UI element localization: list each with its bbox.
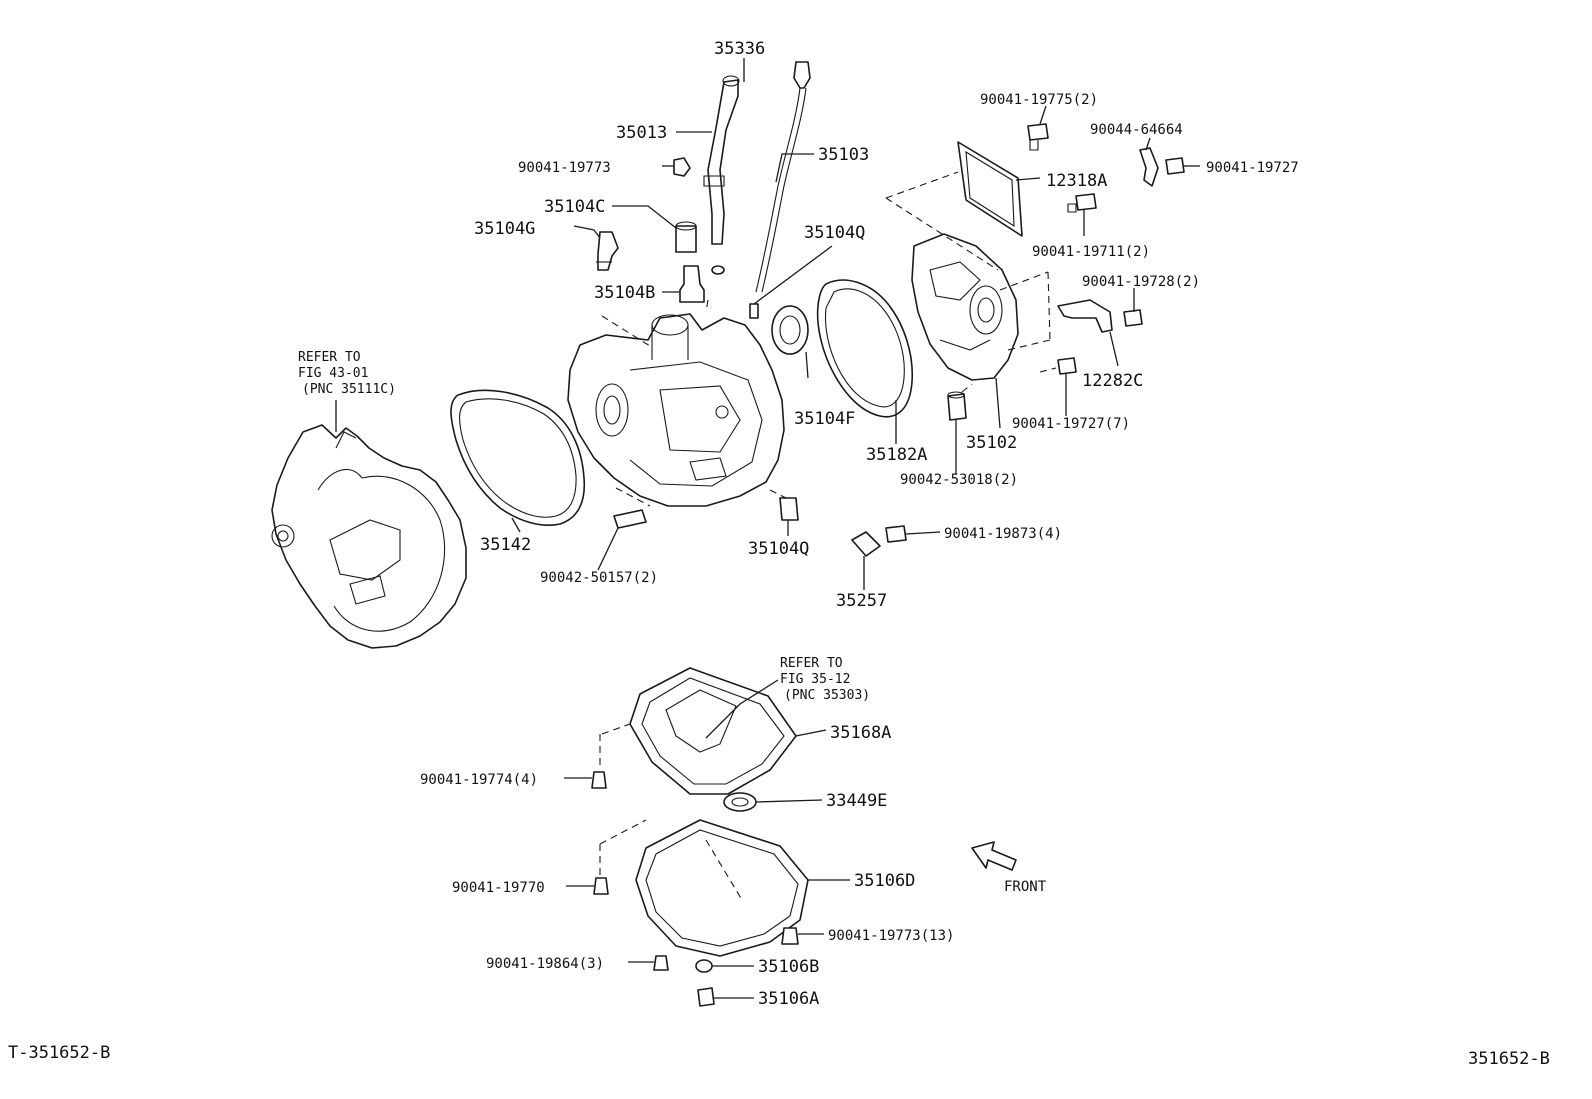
cover-plate-12318a-part: [957, 141, 1023, 237]
callout-35106b: 35106B: [758, 957, 819, 977]
callout-35104b: 35104B: [594, 283, 655, 303]
bolt-90041-19770-part: [593, 877, 609, 895]
bolt-90041-19864-part: [653, 955, 669, 971]
drain-plug-35106a-part: [697, 987, 715, 1007]
oil-pan-35106d-part: [635, 819, 809, 957]
connector-35104b-part: [679, 265, 705, 303]
callout-90042-50157: 90042-50157(2): [540, 570, 658, 586]
bolt-90041-19728-part: [1123, 309, 1143, 327]
callout-35104q-lower: 35104Q: [748, 539, 809, 559]
bolt-90041-19773-13-part: [781, 927, 799, 945]
bell-housing-part: [271, 424, 467, 649]
oil-filler-tube-part: [703, 75, 740, 245]
callout-90041-19774: 90041-19774(4): [420, 772, 538, 788]
assembly-dash-lines: [599, 171, 1057, 901]
elbow-fitting-35104g-part: [596, 231, 619, 271]
callout-35104f: 35104F: [794, 409, 855, 429]
svg-text:FIG 35-12: FIG 35-12: [780, 672, 850, 687]
transaxle-case-part: [567, 313, 785, 507]
rear-cover-35102-part: [911, 233, 1019, 381]
bolt-35104q-lower-part: [779, 497, 799, 521]
reference-note-fig-35-12: REFER TO FIG 35-12 (PNC 35303): [780, 656, 870, 703]
callout-90041-19775: 90041-19775(2): [980, 92, 1098, 108]
callout-90044-64664: 90044-64664: [1090, 122, 1183, 138]
callout-35103: 35103: [818, 145, 869, 165]
cap-35104c-part: [675, 221, 697, 253]
oil-seal-35104f-part: [771, 305, 809, 355]
callout-35106a: 35106A: [758, 989, 819, 1009]
callout-35257: 35257: [836, 591, 887, 611]
reference-note-fig-43-01: REFER TO FIG 43-01 (PNC 35111C): [298, 350, 396, 397]
callout-labels: 35336 35013 90041-19773 35103 35104C 351…: [420, 39, 1299, 1009]
magnet-33449e-part: [723, 792, 757, 812]
callout-12318a: 12318A: [1046, 171, 1107, 191]
bracket-12282c-part: [1057, 299, 1113, 333]
callout-35104q-upper: 35104Q: [804, 223, 865, 243]
callout-33449e: 33449E: [826, 791, 887, 811]
leader-lines: [335, 58, 1200, 999]
bolt-90041-19727-7-part: [1057, 357, 1077, 375]
plate-35257-part: [851, 531, 881, 557]
svg-text:REFER TO: REFER TO: [780, 656, 843, 671]
svg-text:FIG 43-01: FIG 43-01: [298, 366, 368, 381]
callout-35102: 35102: [966, 433, 1017, 453]
callout-35104c: 35104C: [544, 197, 605, 217]
callout-35336: 35336: [714, 39, 765, 59]
callout-90041-19727: 90041-19727: [1206, 160, 1299, 176]
callout-35104g: 35104G: [474, 219, 535, 239]
callout-90041-19728: 90041-19728(2): [1082, 274, 1200, 290]
washer-part: [711, 265, 725, 275]
front-label: FRONT: [1004, 879, 1047, 895]
front-arrow-icon: [971, 841, 1017, 871]
illustration-id-right: 351652-B: [1468, 1049, 1550, 1069]
callout-90041-19864: 90041-19864(3): [486, 956, 604, 972]
bolt-90041-19727-part: [1165, 157, 1185, 175]
svg-text:(PNC 35303): (PNC 35303): [784, 688, 870, 703]
gasket-35142-part: [450, 389, 586, 527]
drain-gasket-35106b-part: [695, 959, 713, 973]
gasket-35182a-part: [816, 279, 914, 418]
bracket-90044-64664-part: [1139, 147, 1159, 187]
bolt-90041-19775-part: [1027, 123, 1049, 151]
callout-35142: 35142: [480, 535, 531, 555]
illustration-id-left: T-351652-B: [8, 1043, 110, 1063]
callout-90041-19773: 90041-19773: [518, 160, 611, 176]
bolt-35104q-upper-part: [749, 303, 759, 319]
bolt-90041-19773-part: [673, 157, 691, 177]
callout-90041-19873: 90041-19873(4): [944, 526, 1062, 542]
callout-90042-53018: 90042-53018(2): [900, 472, 1018, 488]
callout-35106d: 35106D: [854, 871, 915, 891]
dowel-90042-50157-part: [613, 509, 647, 529]
callout-90041-19711: 90041-19711(2): [1032, 244, 1150, 260]
dowel-90042-53018-part: [947, 391, 967, 421]
callout-90041-19770: 90041-19770: [452, 880, 545, 896]
svg-text:(PNC 35111C): (PNC 35111C): [302, 382, 396, 397]
bolt-90041-19873-part: [885, 525, 907, 543]
bolt-90041-19774-part: [591, 771, 607, 789]
callout-35182a: 35182A: [866, 445, 927, 465]
callout-35013: 35013: [616, 123, 667, 143]
callout-90041-19773-13: 90041-19773(13): [828, 928, 954, 944]
callout-90041-19727-7: 90041-19727(7): [1012, 416, 1130, 432]
svg-text:REFER TO: REFER TO: [298, 350, 361, 365]
dipstick-part: [755, 61, 811, 293]
callout-35168a: 35168A: [830, 723, 891, 743]
bolt-90041-19711-part: [1067, 193, 1097, 213]
callout-12282c: 12282C: [1082, 371, 1143, 391]
